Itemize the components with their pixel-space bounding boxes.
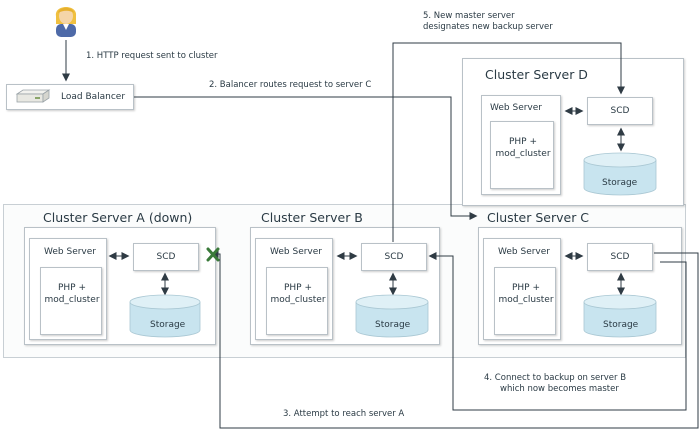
- web-server-box-a: Web Server PHP +mod_cluster: [29, 238, 107, 340]
- cluster-c-title: Cluster Server C: [487, 210, 590, 225]
- step-2-label: 2. Balancer routes request to server C: [209, 80, 372, 90]
- scd-box-a: SCD: [133, 243, 199, 271]
- server-appliance-icon: [15, 89, 51, 103]
- php-box-c: PHP +mod_cluster: [494, 267, 556, 335]
- php-label-b: PHP +mod_cluster: [270, 283, 326, 305]
- cluster-server-a: Web Server PHP +mod_cluster SCD: [24, 227, 216, 345]
- php-box-a: PHP +mod_cluster: [40, 267, 102, 335]
- scd-label-b: SCD: [384, 252, 404, 262]
- php-box-b: PHP +mod_cluster: [266, 267, 328, 335]
- user-icon: [55, 7, 77, 37]
- arrow-balancer-to-server-c: [134, 96, 478, 220]
- web-server-label-b: Web Server: [270, 247, 322, 257]
- cluster-server-d: Cluster Server D Web Server PHP +mod_clu…: [462, 58, 684, 206]
- cluster-a-title: Cluster Server A (down): [43, 210, 193, 225]
- cluster-d-title: Cluster Server D: [485, 67, 588, 82]
- scd-label-a: SCD: [156, 252, 176, 262]
- load-balancer-box: Load Balancer: [6, 84, 134, 110]
- arrow-master-to-server-d: [392, 42, 625, 242]
- storage-label-c: Storage: [603, 320, 639, 330]
- web-server-box-d: Web Server PHP +mod_cluster: [481, 95, 561, 195]
- web-server-box-c: Web Server PHP +mod_cluster: [483, 238, 561, 340]
- cluster-b-title: Cluster Server B: [261, 210, 363, 225]
- php-label-a: PHP +mod_cluster: [44, 283, 100, 305]
- step-1-label: 1. HTTP request sent to cluster: [86, 51, 218, 61]
- web-server-label-a: Web Server: [44, 247, 96, 257]
- storage-cylinder-c: [583, 294, 657, 338]
- storage-cylinder-d: [583, 152, 657, 196]
- load-balancer-label: Load Balancer: [61, 92, 126, 102]
- scd-box-c: SCD: [587, 243, 653, 271]
- storage-cylinder-a: [129, 294, 201, 338]
- storage-label-b: Storage: [375, 320, 411, 330]
- scd-box-b: SCD: [361, 243, 427, 271]
- scd-label-c: SCD: [610, 252, 630, 262]
- storage-cylinder-b: [355, 294, 429, 338]
- step-3-label: 3. Attempt to reach server A: [283, 409, 405, 419]
- php-label-c: PHP +mod_cluster: [498, 283, 554, 305]
- web-server-box-b: Web Server PHP +mod_cluster: [255, 238, 333, 340]
- storage-label-a: Storage: [150, 320, 186, 330]
- web-server-label-c: Web Server: [498, 247, 550, 257]
- scd-box-d: SCD: [587, 97, 653, 125]
- web-server-label-d: Web Server: [490, 103, 542, 113]
- arrow-connect-to-server-b: [428, 252, 687, 411]
- storage-label-d: Storage: [602, 178, 638, 188]
- php-label-d: PHP +mod_cluster: [495, 137, 551, 159]
- scd-label-d: SCD: [610, 106, 630, 116]
- arrow-attempt-server-a: [210, 250, 699, 429]
- failure-x-icon: [206, 247, 220, 262]
- php-box-d: PHP +mod_cluster: [490, 121, 554, 189]
